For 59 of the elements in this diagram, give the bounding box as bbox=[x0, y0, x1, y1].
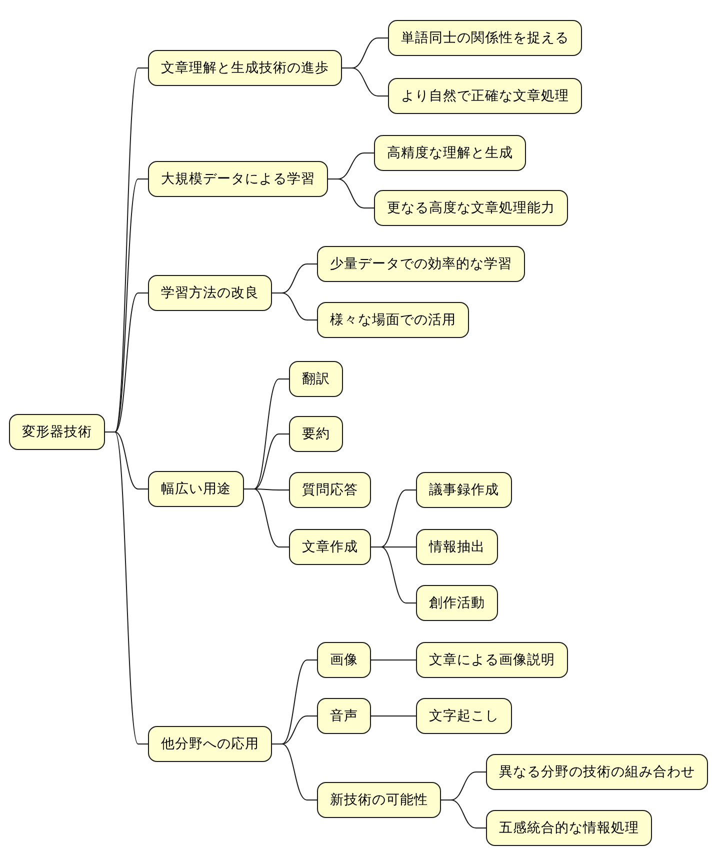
topic-box bbox=[317, 246, 525, 282]
topic-label: 議事録作成 bbox=[429, 481, 499, 499]
topic-box bbox=[317, 642, 371, 678]
topic-label: 幅広い用途 bbox=[161, 480, 231, 498]
connector-line bbox=[370, 546, 416, 604]
connector-line bbox=[272, 744, 318, 800]
connector-line bbox=[342, 68, 388, 96]
topic-label: 画像 bbox=[330, 651, 358, 669]
topic-box bbox=[148, 471, 244, 507]
topic-label: 翻訳 bbox=[302, 370, 330, 388]
topic-box bbox=[148, 726, 272, 762]
topic-box bbox=[416, 698, 512, 734]
topic-box bbox=[374, 135, 526, 171]
topic-label: 大規模データによる学習 bbox=[161, 170, 315, 188]
topic-box bbox=[289, 472, 371, 508]
connector-line bbox=[244, 488, 290, 548]
connector-line bbox=[328, 178, 374, 208]
connector-line bbox=[440, 800, 486, 828]
topic-box bbox=[486, 754, 708, 790]
topic-box bbox=[416, 642, 568, 678]
topic-label: 要約 bbox=[302, 425, 330, 443]
topic-label: 音声 bbox=[330, 707, 358, 725]
topic-box bbox=[374, 190, 568, 226]
topic-box bbox=[289, 361, 343, 397]
topic-box bbox=[388, 20, 582, 56]
topic-label: 新技術の可能性 bbox=[330, 791, 428, 809]
topic-label: 学習方法の改良 bbox=[161, 284, 259, 302]
topic-box bbox=[9, 414, 105, 450]
topic-box bbox=[317, 698, 371, 734]
topic-box bbox=[317, 302, 469, 338]
topic-label: 質問応答 bbox=[302, 481, 358, 499]
topic-box bbox=[317, 782, 441, 818]
topic-label: 高精度な理解と生成 bbox=[387, 144, 513, 162]
topic-box bbox=[416, 472, 512, 508]
topic-label: 様々な場面での活用 bbox=[330, 311, 456, 329]
topic-label: より自然で正確な文章処理 bbox=[401, 87, 569, 105]
topic-box bbox=[148, 275, 272, 311]
topic-box bbox=[148, 50, 342, 86]
topic-label: 更なる高度な文章処理能力 bbox=[387, 199, 555, 217]
topic-box bbox=[289, 416, 343, 452]
topic-label: 変形器技術 bbox=[22, 423, 92, 441]
connector-line bbox=[272, 292, 318, 320]
topic-box bbox=[148, 161, 328, 197]
topic-label: 異なる分野の技術の組み合わせ bbox=[499, 763, 695, 781]
topic-label: 文章理解と生成技術の進歩 bbox=[161, 59, 329, 77]
topic-label: 文字起こし bbox=[429, 707, 499, 725]
topic-box bbox=[486, 810, 652, 846]
topic-box bbox=[289, 529, 371, 565]
topic-box bbox=[416, 585, 498, 621]
topic-label: 五感統合的な情報処理 bbox=[499, 819, 639, 837]
topic-label: 単語同士の関係性を捉える bbox=[401, 29, 569, 47]
topic-label: 創作活動 bbox=[429, 594, 485, 612]
topic-label: 文章作成 bbox=[302, 538, 358, 556]
topic-label: 他分野への応用 bbox=[161, 735, 259, 753]
topic-box bbox=[388, 78, 582, 114]
topic-label: 少量データでの効率的な学習 bbox=[330, 255, 512, 273]
topic-label: 情報抽出 bbox=[429, 538, 485, 556]
topic-box bbox=[416, 529, 498, 565]
topic-label: 文章による画像説明 bbox=[429, 651, 555, 669]
